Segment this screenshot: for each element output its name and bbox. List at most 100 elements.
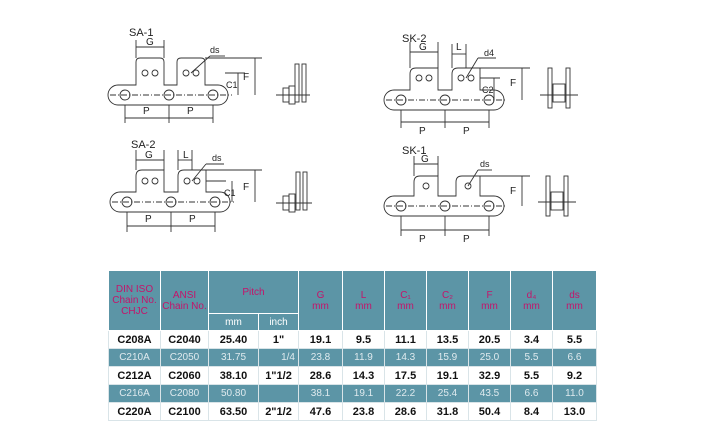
sk1-label-ds: ds (480, 159, 490, 169)
cell-f: 43.5 (468, 384, 511, 403)
header-pitch: Pitch (208, 270, 299, 314)
cell-pitch-inch: 2"1/2 (258, 402, 299, 421)
cell-din: C216A (108, 384, 161, 403)
cell-f: 20.5 (468, 330, 511, 349)
cell-l: 11.9 (342, 348, 385, 367)
sa1-label-g: G (146, 37, 154, 48)
chain-attachment-drawings: SA-1 G ds C1 F P P SK-2 G L d4 C2 F P P … (107, 27, 578, 245)
diagram-sa1 (107, 40, 310, 123)
cell-d4: 8.4 (510, 402, 553, 421)
cell-din: C212A (108, 366, 161, 385)
cell-c2: 25.4 (426, 384, 469, 403)
sk2-label-p1: P (419, 126, 426, 137)
sa1-label-p2: P (187, 106, 194, 117)
diagram-sa2 (109, 150, 312, 232)
sa2-title: SA-2 (131, 139, 155, 151)
cell-c1: 22.2 (384, 384, 427, 403)
cell-pitch-inch (258, 384, 299, 403)
cell-pitch-mm: 63.50 (208, 402, 259, 421)
cell-ds: 11.0 (552, 384, 597, 403)
cell-pitch-inch: 1"1/2 (258, 366, 299, 385)
sa2-label-l: L (183, 150, 189, 161)
sa2-label-c1: C1 (224, 188, 236, 198)
table-row: C210A C2050 31.75 1/4 23.8 11.9 14.3 15.… (108, 348, 597, 367)
cell-c1: 17.5 (384, 366, 427, 385)
cell-ds: 13.0 (552, 402, 597, 421)
cell-l: 9.5 (342, 330, 385, 349)
cell-l: 14.3 (342, 366, 385, 385)
sa1-label-c1: C1 (226, 80, 238, 90)
cell-pitch-inch: 1" (258, 330, 299, 349)
sk1-label-f: F (510, 186, 516, 197)
cell-pitch-mm: 38.10 (208, 366, 259, 385)
sk2-label-f: F (510, 78, 516, 89)
header-din-iso: DIN ISO Chain No. CHJC (108, 270, 161, 331)
table-row: C212A C2060 38.10 1"1/2 28.6 14.3 17.5 1… (108, 366, 597, 385)
header-ansi: ANSI Chain No. (160, 270, 209, 331)
sk1-label-p2: P (463, 234, 470, 245)
cell-g: 23.8 (298, 348, 343, 367)
cell-ds: 5.5 (552, 330, 597, 349)
cell-g: 47.6 (298, 402, 343, 421)
cell-ansi: C2050 (160, 348, 209, 367)
sa1-label-p1: P (143, 106, 150, 117)
table-row: C216A C2080 50.80 38.1 19.1 22.2 25.4 43… (108, 384, 597, 403)
cell-pitch-inch: 1/4 (258, 348, 299, 367)
cell-din: C210A (108, 348, 161, 367)
sa2-label-f: F (243, 182, 249, 193)
cell-d4: 5.5 (510, 348, 553, 367)
cell-c1: 11.1 (384, 330, 427, 349)
sa2-label-p1: P (145, 214, 152, 225)
cell-c2: 13.5 (426, 330, 469, 349)
cell-d4: 5.5 (510, 366, 553, 385)
table-row: C220A C2100 63.50 2"1/2 47.6 23.8 28.6 3… (108, 402, 597, 421)
header-pitch-mm: mm (208, 313, 259, 331)
sa1-title: SA-1 (129, 27, 153, 39)
cell-ansi: C2080 (160, 384, 209, 403)
sa1-label-ds: ds (210, 45, 220, 55)
cell-ansi: C2060 (160, 366, 209, 385)
cell-c1: 28.6 (384, 402, 427, 421)
cell-din: C220A (108, 402, 161, 421)
cell-d4: 3.4 (510, 330, 553, 349)
cell-ansi: C2100 (160, 402, 209, 421)
cell-f: 25.0 (468, 348, 511, 367)
cell-pitch-mm: 25.40 (208, 330, 259, 349)
cell-l: 19.1 (342, 384, 385, 403)
cell-c2: 15.9 (426, 348, 469, 367)
sk2-label-c2: C2 (482, 85, 494, 95)
diagram-sk2 (383, 42, 578, 128)
cell-g: 19.1 (298, 330, 343, 349)
cell-ds: 6.6 (552, 348, 597, 367)
cell-c1: 14.3 (384, 348, 427, 367)
cell-pitch-mm: 50.80 (208, 384, 259, 403)
sa2-label-ds: ds (212, 153, 222, 163)
sa1-label-f: F (243, 72, 249, 83)
cell-ds: 9.2 (552, 366, 597, 385)
sk2-title: SK-2 (402, 33, 426, 45)
sa2-label-g: G (145, 150, 153, 161)
sk1-title: SK-1 (402, 145, 426, 157)
cell-g: 38.1 (298, 384, 343, 403)
cell-f: 32.9 (468, 366, 511, 385)
sk1-label-g: G (421, 154, 429, 165)
diagram-sk1 (383, 156, 576, 236)
cell-c2: 31.8 (426, 402, 469, 421)
cell-din: C208A (108, 330, 161, 349)
cell-l: 23.8 (342, 402, 385, 421)
table-row: C208A C2040 25.40 1" 19.1 9.5 11.1 13.5 … (108, 330, 597, 349)
cell-f: 50.4 (468, 402, 511, 421)
sk2-label-g: G (419, 42, 427, 53)
chain-spec-table: DIN ISO Chain No. CHJC ANSI Chain No. Pi… (108, 270, 597, 421)
sk1-label-p1: P (419, 234, 426, 245)
sa2-label-p2: P (189, 214, 196, 225)
header-pitch-inch: inch (258, 313, 299, 331)
sk2-label-l: L (456, 42, 462, 53)
